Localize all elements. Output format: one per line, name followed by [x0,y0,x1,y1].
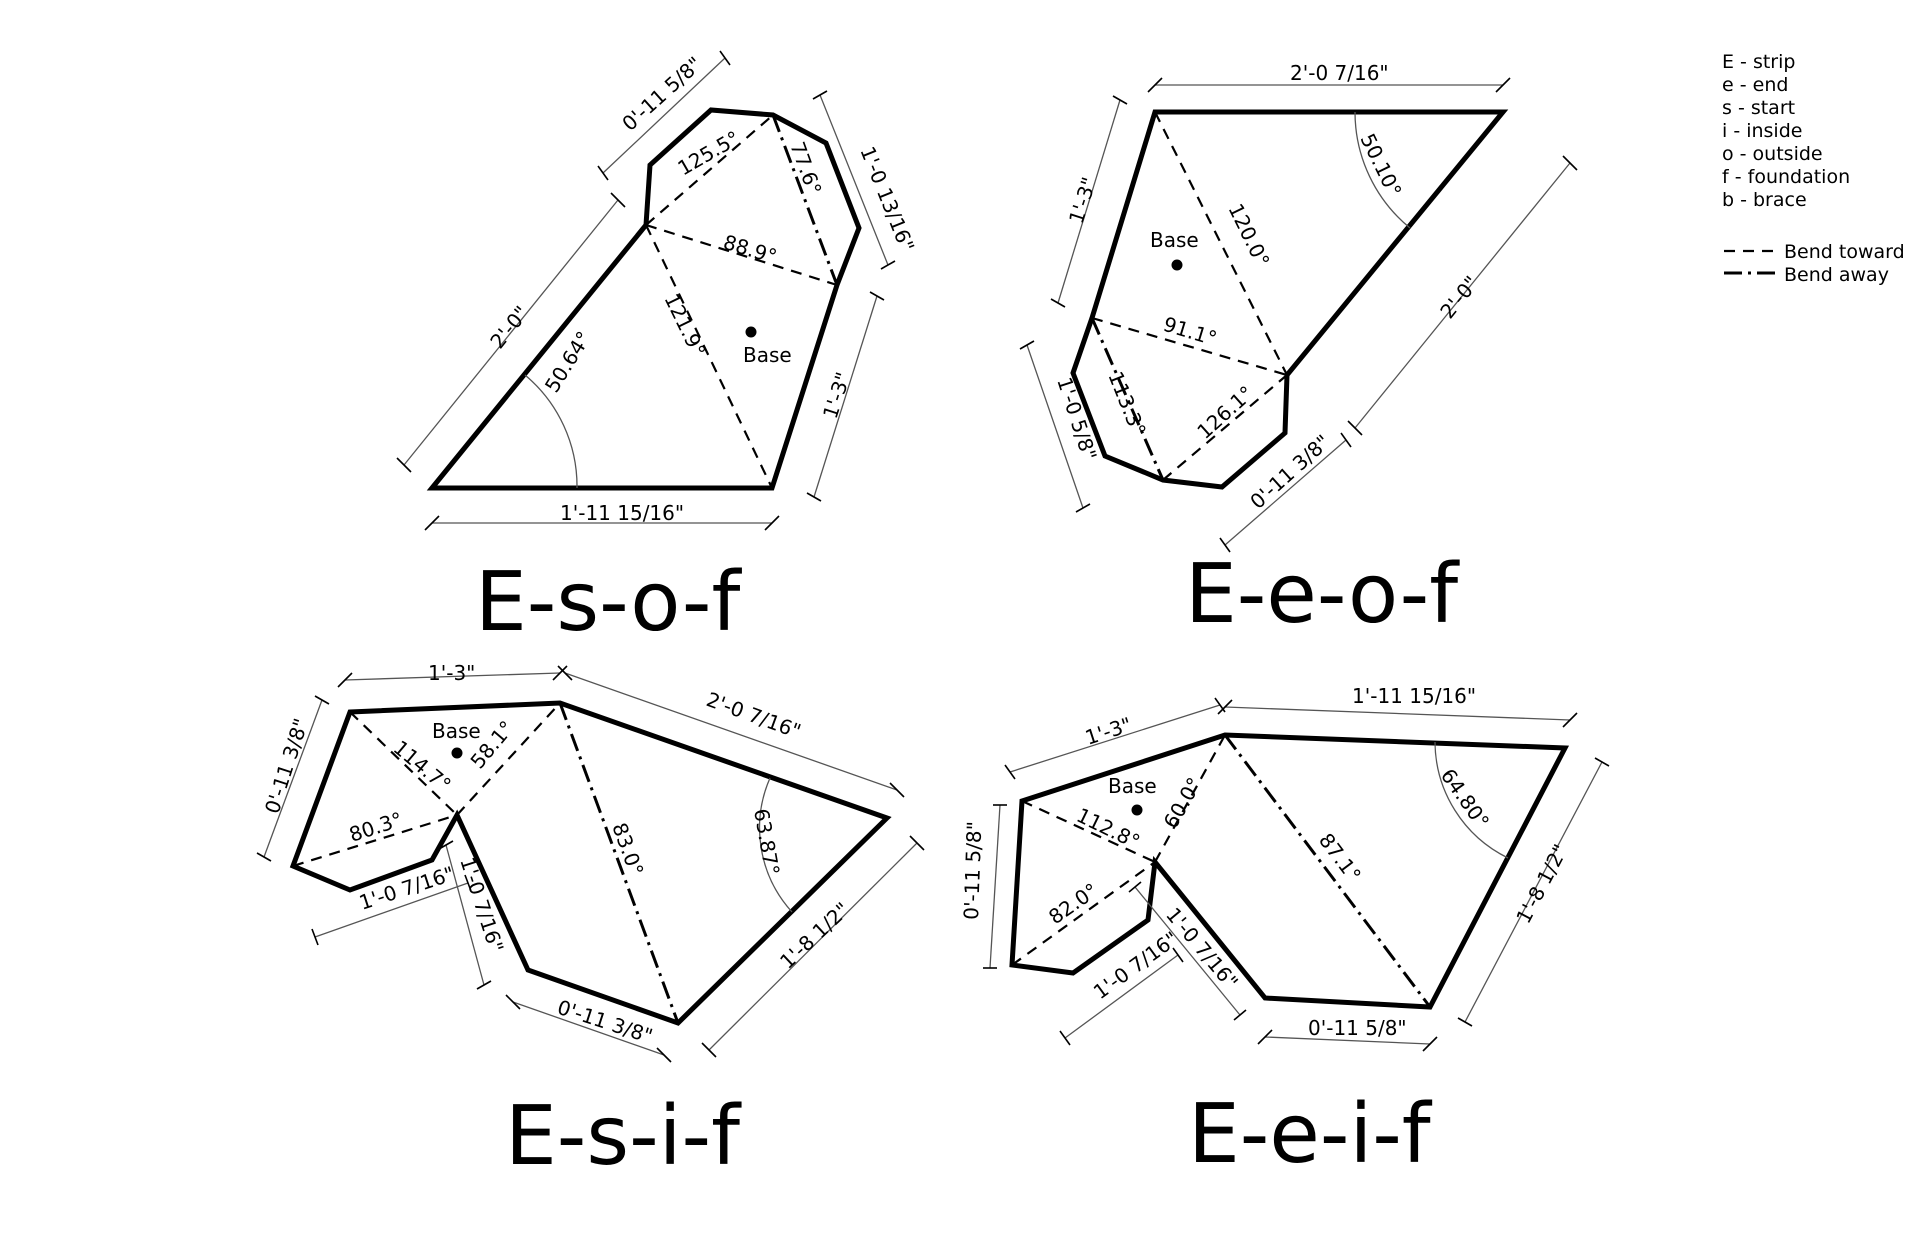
dim-label: 0'-11 5/8" [959,821,986,920]
dim-label: 1'-3" [1064,174,1101,226]
angle-label: 50.64° [540,327,596,397]
dim-label: 1'-0 7/16" [1089,927,1183,1004]
legend-item: e - end [1722,74,1788,96]
dimension-lines [1019,77,1578,553]
panel-title: E-s-o-f [475,555,743,650]
bend-toward-line [645,114,774,226]
base-label: Base [1108,774,1157,798]
base-label: Base [743,343,792,367]
panel-title: E-e-i-f [1188,1087,1433,1182]
flashing-outline [426,107,862,491]
panel-esif: Base 1'-3" 2'-0 7/16" 0'-11 3/8" 1'-0 7/… [256,661,925,1184]
bend-toward-line [1011,861,1156,966]
angle-label: 64.80° [1436,764,1494,833]
dimension-lines [983,697,1610,1052]
bend-away-line [1223,734,1432,1008]
dimension-lines [396,50,896,531]
bend-toward-line [645,223,838,287]
angle-label: 126.1° [1192,381,1258,444]
dim-label: 1'-3" [428,661,475,685]
angle-label: 120.0° [1224,200,1275,271]
dim-label: 0'-11 3/8" [260,715,313,816]
legend-item: E - strip [1722,51,1795,73]
bend-toward-line [456,702,561,816]
base-marker [451,747,463,759]
dim-label: 0'-11 3/8" [554,995,655,1048]
legend-item: f - foundation [1722,166,1850,188]
angle-label: 63.87° [749,807,784,877]
angle-arc [1434,741,1509,859]
bend-toward-line [645,224,773,489]
legend-item: b - brace [1722,189,1807,211]
angle-label: 114.7° [389,735,456,797]
bend-toward-line [1021,800,1156,863]
bend-toward-line [1091,316,1288,377]
angle-arc [758,777,793,913]
angle-arc [1354,111,1411,229]
flashing-outline [1009,732,1570,1010]
bend-toward-line [1162,374,1288,481]
flashing-outline [289,700,892,1026]
flashing-outline [1070,109,1509,490]
base-marker [745,326,757,338]
panel-title: E-s-i-f [505,1089,742,1184]
base-label: Base [432,719,481,743]
panel-eeif: Base 1'-3" 1'-11 15/16" 0'-11 5/8" 1'-0 … [959,684,1610,1182]
dim-label: 1'-0 13/16" [855,143,919,255]
bend-away-line [1090,317,1165,481]
bend-toward-line [292,813,458,868]
angle-label: 82.0° [1044,878,1102,929]
angle-label: 88.9° [721,230,780,269]
legend: E - strip e - end s - start i - inside o… [1722,51,1905,286]
dim-label: 1'-3" [1082,712,1134,749]
angle-label: 50.10° [1356,130,1407,201]
panel-title: E-e-o-f [1185,547,1460,642]
dim-label: 2'-0" [485,301,533,353]
bend-toward-line [349,711,458,816]
dim-label: 2'-0 7/16" [703,687,804,743]
angle-label: 83.0° [607,820,648,879]
bend-away-line [558,702,680,1024]
legend-item: o - outside [1722,143,1823,165]
dim-label: 1'-11 15/16" [560,501,684,525]
dim-label: 1'-8 1/2" [775,898,854,974]
base-marker [1131,804,1143,816]
dim-label: 1'-3" [818,369,855,421]
dimension-lines [256,665,925,1063]
dim-label: 1'-8 1/2" [1511,840,1573,927]
base-label: Base [1150,228,1199,252]
dim-label: 1'-0 5/8" [1052,374,1101,463]
angle-label: 60.0° [1159,773,1207,832]
angle-arc [524,374,578,489]
legend-item: i - inside [1722,120,1802,142]
angle-label: 77.6° [785,139,826,198]
dim-label: 2'-0 7/16" [1290,61,1389,85]
angle-label: 121.9° [660,290,711,361]
legend-bend-toward-label: Bend toward [1784,241,1905,263]
dim-label: 0'-11 3/8" [1245,430,1334,514]
panel-eeof: Base 2'-0 7/16" 1'-3" 2'-0" 1'-0 5/8" 0'… [1019,61,1578,642]
legend-item: s - start [1722,97,1795,119]
angle-label: 113.3° [1103,368,1150,439]
angle-label: 91.1° [1161,312,1220,351]
legend-bend-away-label: Bend away [1784,264,1889,286]
angle-label: 87.1° [1314,829,1366,887]
bend-away-line [771,114,839,286]
dim-label: 1'-11 15/16" [1352,684,1476,708]
base-marker [1171,259,1183,271]
bend-toward-line [1154,734,1226,863]
panel-esof: Base 1'-11 15/16" 2'-0" 0'-11 5/8" 1'-0 … [396,50,919,650]
dim-label: 0'-11 5/8" [1308,1016,1407,1040]
